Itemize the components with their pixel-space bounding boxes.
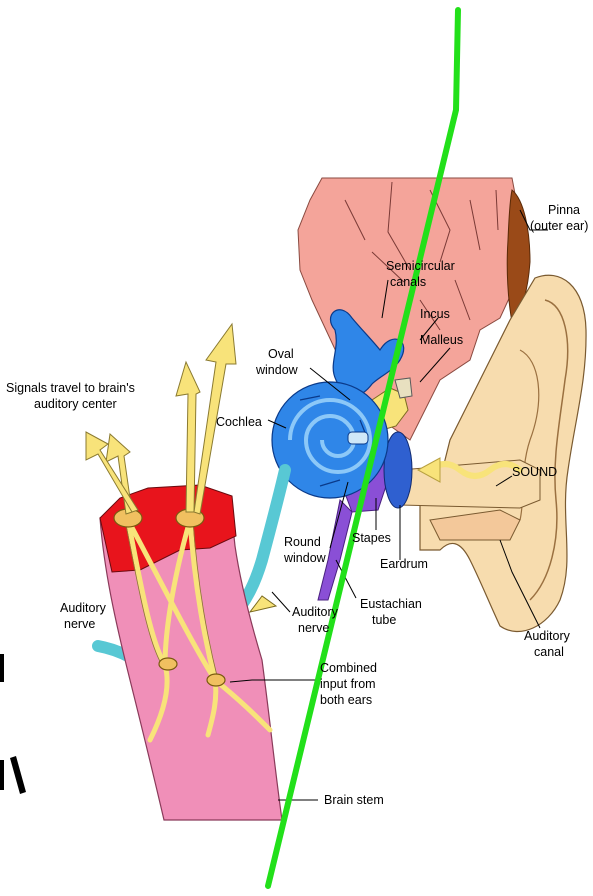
auditory-canal-label: Auditory: [524, 629, 571, 643]
signals-sublabel: auditory center: [34, 397, 117, 411]
pinna-label: Pinna: [548, 203, 580, 217]
auditory-canal-sublabel: canal: [534, 645, 564, 659]
stapes-label: Stapes: [352, 531, 391, 545]
combined-sublabel-2: both ears: [320, 693, 372, 707]
auditory-nerve-left-label: Auditory: [60, 601, 107, 615]
round-window-sublabel: window: [283, 551, 327, 565]
signals-label: Signals travel to brain's: [6, 381, 135, 395]
brain-stem-label: Brain stem: [324, 793, 384, 807]
combined-sublabel-1: input from: [320, 677, 376, 691]
auditory-nerve-mid-label: Auditory: [292, 605, 339, 619]
cochlea-label: Cochlea: [216, 415, 262, 429]
edge-marks: [0, 654, 26, 794]
semicircular-sublabel: canals: [390, 275, 426, 289]
auditory-nerve-mid-sublabel: nerve: [298, 621, 329, 635]
combined-label: Combined: [320, 661, 377, 675]
pinna-sublabel: (outer ear): [530, 219, 588, 233]
auditory-nerve-left-sublabel: nerve: [64, 617, 95, 631]
incus-label: Incus: [420, 307, 450, 321]
malleus-label: Malleus: [420, 333, 463, 347]
oval-window-sublabel: window: [255, 363, 299, 377]
signal-arrows: [86, 324, 236, 514]
oval-window-label: Oval: [268, 347, 294, 361]
semicircular-label: Semicircular: [386, 259, 455, 273]
sound-label: SOUND: [512, 465, 557, 479]
eardrum-label: Eardrum: [380, 557, 428, 571]
eustachian-label: Eustachian: [360, 597, 422, 611]
eustachian-sublabel: tube: [372, 613, 396, 627]
auditory-nerve-arrow: [250, 596, 276, 612]
round-window-label: Round: [284, 535, 321, 549]
